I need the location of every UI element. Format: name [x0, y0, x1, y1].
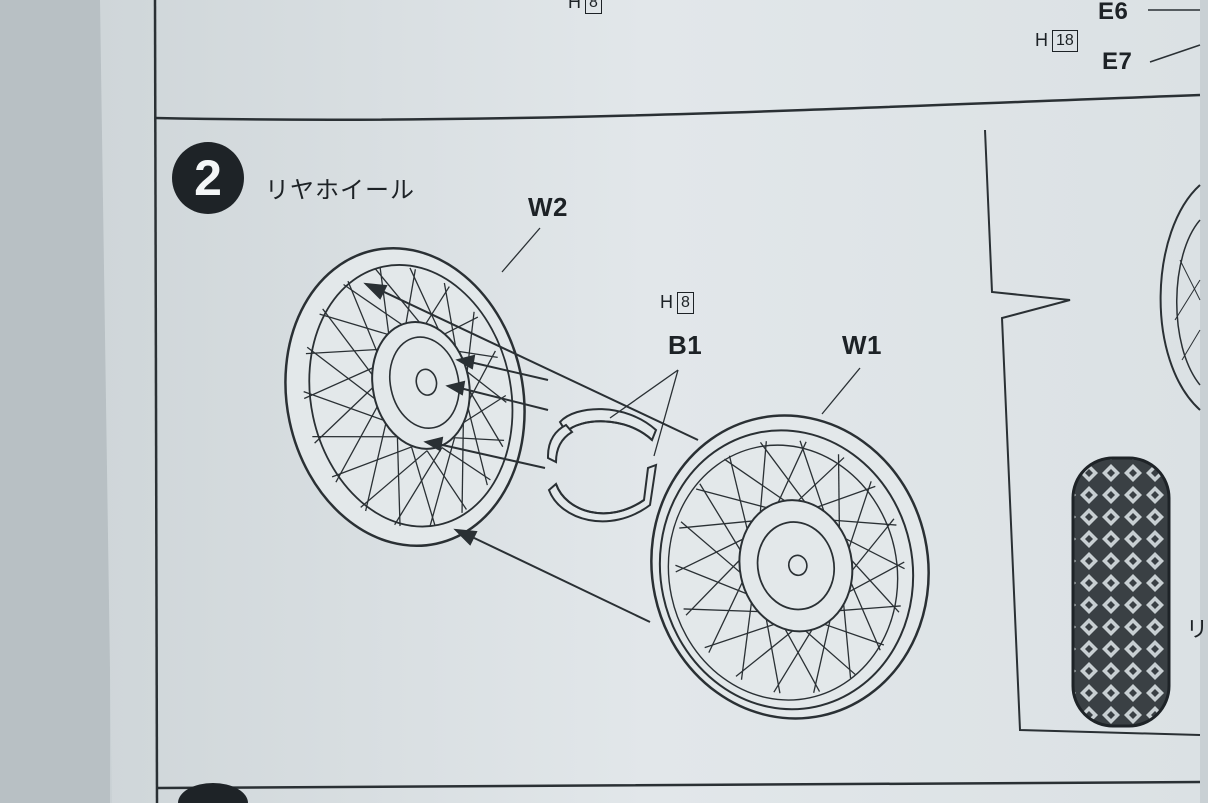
- wheel-spoke: [685, 555, 745, 616]
- wheel-spoke: [675, 535, 750, 573]
- wheel-spoke: [791, 457, 845, 507]
- step-divider-top: [154, 93, 1201, 122]
- wheel-spoke: [699, 483, 745, 557]
- wheel-spoke: [842, 561, 905, 596]
- wheel-spoke: [466, 350, 496, 405]
- wheel-spoke: [799, 440, 828, 520]
- part-label-e6: E6: [1098, 0, 1129, 25]
- wheel-spoke: [305, 348, 391, 355]
- wheel-w1: [650, 414, 930, 720]
- wheel-spoke: [441, 446, 491, 481]
- b1-leader-line-1: [609, 369, 679, 419]
- wheel-spoke: [704, 621, 782, 649]
- wheel-spoke: [847, 518, 895, 577]
- wheel-spoke: [798, 624, 857, 676]
- wheel-spoke: [680, 521, 746, 578]
- wheel-spoke: [813, 611, 833, 693]
- wheel-spoke: [774, 441, 807, 511]
- wheel-spoke: [759, 442, 812, 510]
- part-h8-number: 8: [677, 292, 694, 315]
- rear-tyre: [1071, 456, 1171, 728]
- wheel-spoke: [723, 458, 793, 507]
- wheel-spoke: [708, 576, 746, 653]
- wheel-spoke: [314, 382, 379, 444]
- wheel-spoke: [735, 624, 800, 677]
- wheel-w2: [284, 246, 526, 548]
- step-title: リヤホイール: [265, 176, 415, 204]
- wheel-spoke: [728, 455, 750, 537]
- wheel-spoke: [780, 621, 821, 692]
- wheel-spoke: [426, 450, 467, 510]
- wheel-spoke: [810, 485, 876, 511]
- part-label-e7: E7: [1102, 48, 1133, 75]
- wheel-spoke: [335, 402, 381, 483]
- top-part-h8-number: 8: [585, 0, 602, 15]
- wheel-spoke: [365, 421, 387, 512]
- wheel-spoke: [303, 363, 383, 400]
- part-h18-number: 18: [1052, 30, 1078, 53]
- assembly-arrows: [363, 282, 699, 623]
- wheel-spoke: [837, 454, 841, 536]
- side-wheel-partial: [1159, 184, 1201, 411]
- step-number-badge: 2: [172, 142, 244, 214]
- wheel-spoke: [396, 436, 401, 527]
- wheel-spoke: [846, 554, 900, 613]
- wheel-spoke: [847, 575, 881, 651]
- brake-shoes-b1: [547, 408, 658, 523]
- wheel-spoke: [695, 488, 775, 511]
- side-text-fragment: リ: [1186, 617, 1208, 642]
- part-label-w2: W2: [528, 192, 568, 222]
- side-panel-border: [984, 129, 1201, 736]
- e7-leader-line: [1149, 44, 1201, 63]
- part-h18-prefix: H: [1035, 30, 1048, 50]
- wheel-spoke: [683, 608, 765, 613]
- wheel-spoke: [758, 441, 767, 521]
- wheel-spoke: [773, 621, 818, 693]
- wheel-spoke: [839, 534, 905, 570]
- part-h8-prefix: H: [660, 292, 673, 312]
- wheel-spoke: [679, 519, 760, 529]
- wheel-spoke: [764, 611, 781, 694]
- background-shadow: [0, 0, 110, 803]
- wheel-spoke: [740, 595, 753, 680]
- frame-left-border: [153, 0, 159, 803]
- part-label-w1: W1: [842, 330, 882, 360]
- b1-leader-line-2: [653, 369, 679, 457]
- wheel-spoke: [842, 595, 852, 679]
- wheel-spoke: [462, 394, 507, 424]
- step-divider-bottom: [157, 780, 1201, 790]
- wheel-spoke: [846, 481, 872, 556]
- part-label-b1: B1: [668, 330, 703, 360]
- wheel-spoke: [675, 564, 753, 597]
- wheel-spoke: [816, 621, 885, 646]
- wheel-spoke: [410, 446, 436, 526]
- wheel-spoke: [454, 437, 505, 441]
- w1-leader-line: [821, 367, 861, 415]
- next-step-circle: [178, 783, 248, 803]
- wheel-spoke: [832, 605, 901, 612]
- top-part-h8-prefix: H: [568, 0, 581, 12]
- wheel-spoke: [826, 519, 897, 526]
- w2-leader-line: [501, 227, 541, 273]
